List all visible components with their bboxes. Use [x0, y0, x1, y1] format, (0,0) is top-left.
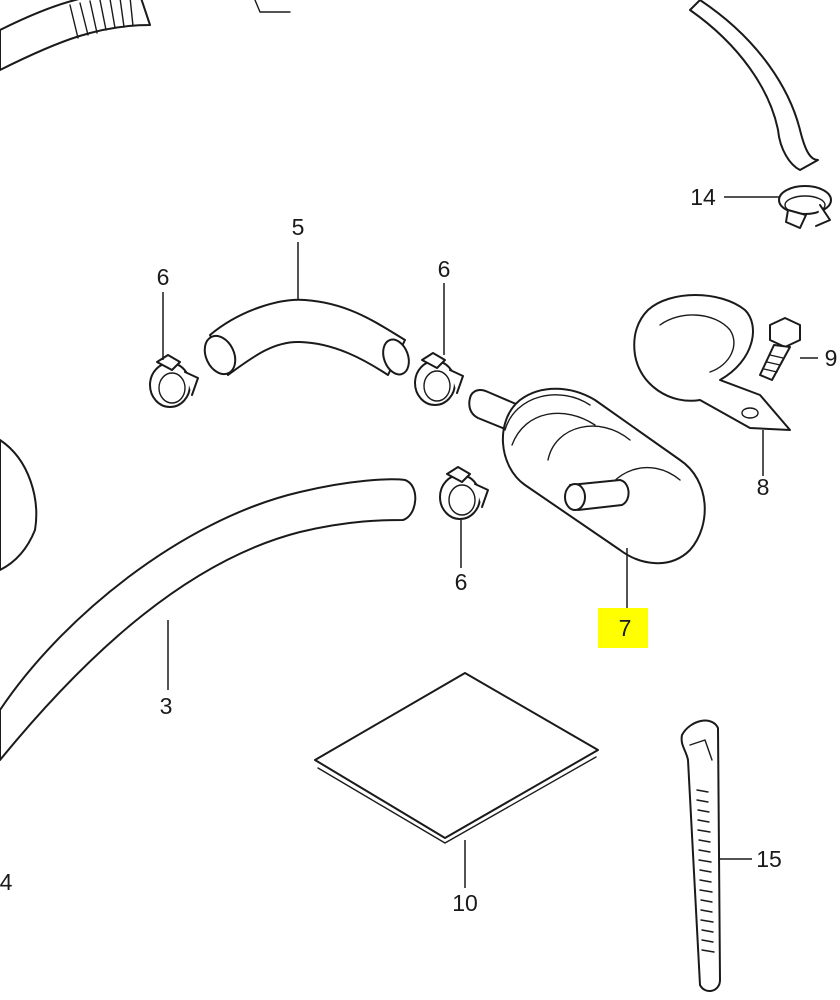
leader-lines [162, 196, 818, 888]
callout-8: 8 [757, 474, 770, 500]
callout-9: 9 [825, 345, 838, 371]
clamp-6-middle [414, 352, 464, 406]
bracket-8 [633, 294, 791, 431]
hose-5 [203, 298, 410, 376]
callout-3: 3 [160, 693, 173, 719]
hose-3 [0, 439, 417, 761]
callout-6-middle: 6 [438, 256, 451, 282]
callout-15: 15 [756, 846, 782, 872]
callout-7-highlight [598, 608, 648, 648]
callout-7: 7 [619, 615, 632, 641]
callout-14: 14 [690, 184, 716, 210]
clamp-6-left [149, 354, 199, 408]
callout-6-lower: 6 [455, 569, 468, 595]
callout-6-left: 6 [157, 264, 170, 290]
callout-4: 4 [0, 869, 13, 895]
clamp-14 [778, 185, 832, 229]
bolt-9 [759, 317, 801, 381]
pad-10 [314, 672, 599, 844]
callout-10: 10 [452, 890, 478, 916]
callout-5: 5 [292, 214, 305, 240]
strap-15 [680, 719, 721, 992]
fuel-filter-7 [468, 387, 706, 565]
top-hose [0, 0, 819, 171]
clamp-6-lower [439, 466, 489, 520]
